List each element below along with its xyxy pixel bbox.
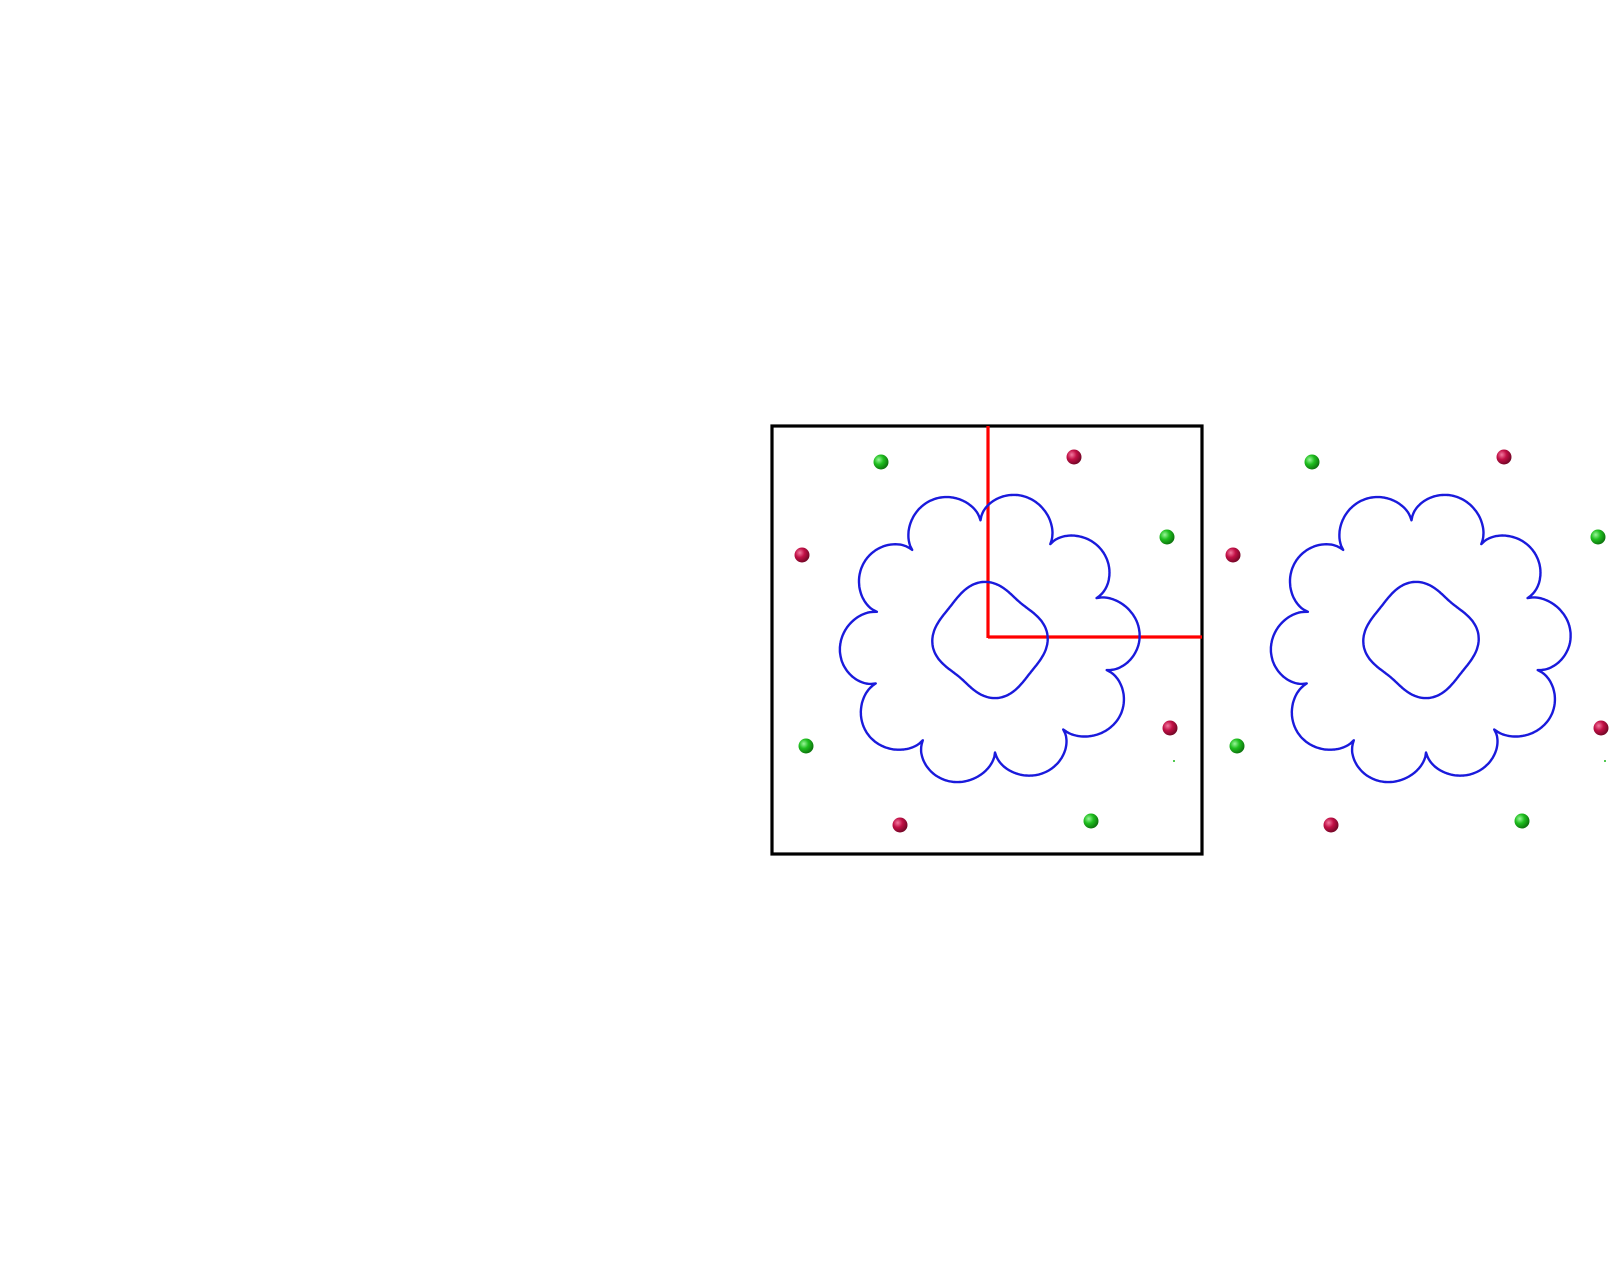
green-atom xyxy=(873,454,889,470)
green-atom xyxy=(1159,529,1175,545)
atoms-group xyxy=(794,449,1178,833)
periodic-image-panel xyxy=(1225,449,1609,833)
unit-cell-panel xyxy=(770,424,1204,856)
red-atom xyxy=(1066,449,1082,465)
coordinate-axes xyxy=(986,426,1202,639)
red-atom xyxy=(1323,817,1339,833)
red-atom xyxy=(892,817,908,833)
tiny-green-dot xyxy=(1604,760,1606,762)
red-atom xyxy=(794,547,810,563)
green-atom xyxy=(798,738,814,754)
red-atom xyxy=(1162,720,1178,736)
green-atom xyxy=(1083,813,1099,829)
green-atom xyxy=(1590,529,1606,545)
green-atom xyxy=(1229,738,1245,754)
inner-ring-contour xyxy=(1362,580,1480,700)
outer-lobed-contour xyxy=(1269,493,1572,784)
red-atom xyxy=(1496,449,1512,465)
red-atom xyxy=(1225,547,1241,563)
outer-lobed-contour xyxy=(838,493,1141,784)
green-atom xyxy=(1514,813,1530,829)
inner-ring-contour xyxy=(931,580,1049,700)
green-atom xyxy=(1304,454,1320,470)
red-atom xyxy=(1593,720,1609,736)
atoms-group xyxy=(1225,449,1609,833)
tiny-green-dot xyxy=(1173,760,1175,762)
